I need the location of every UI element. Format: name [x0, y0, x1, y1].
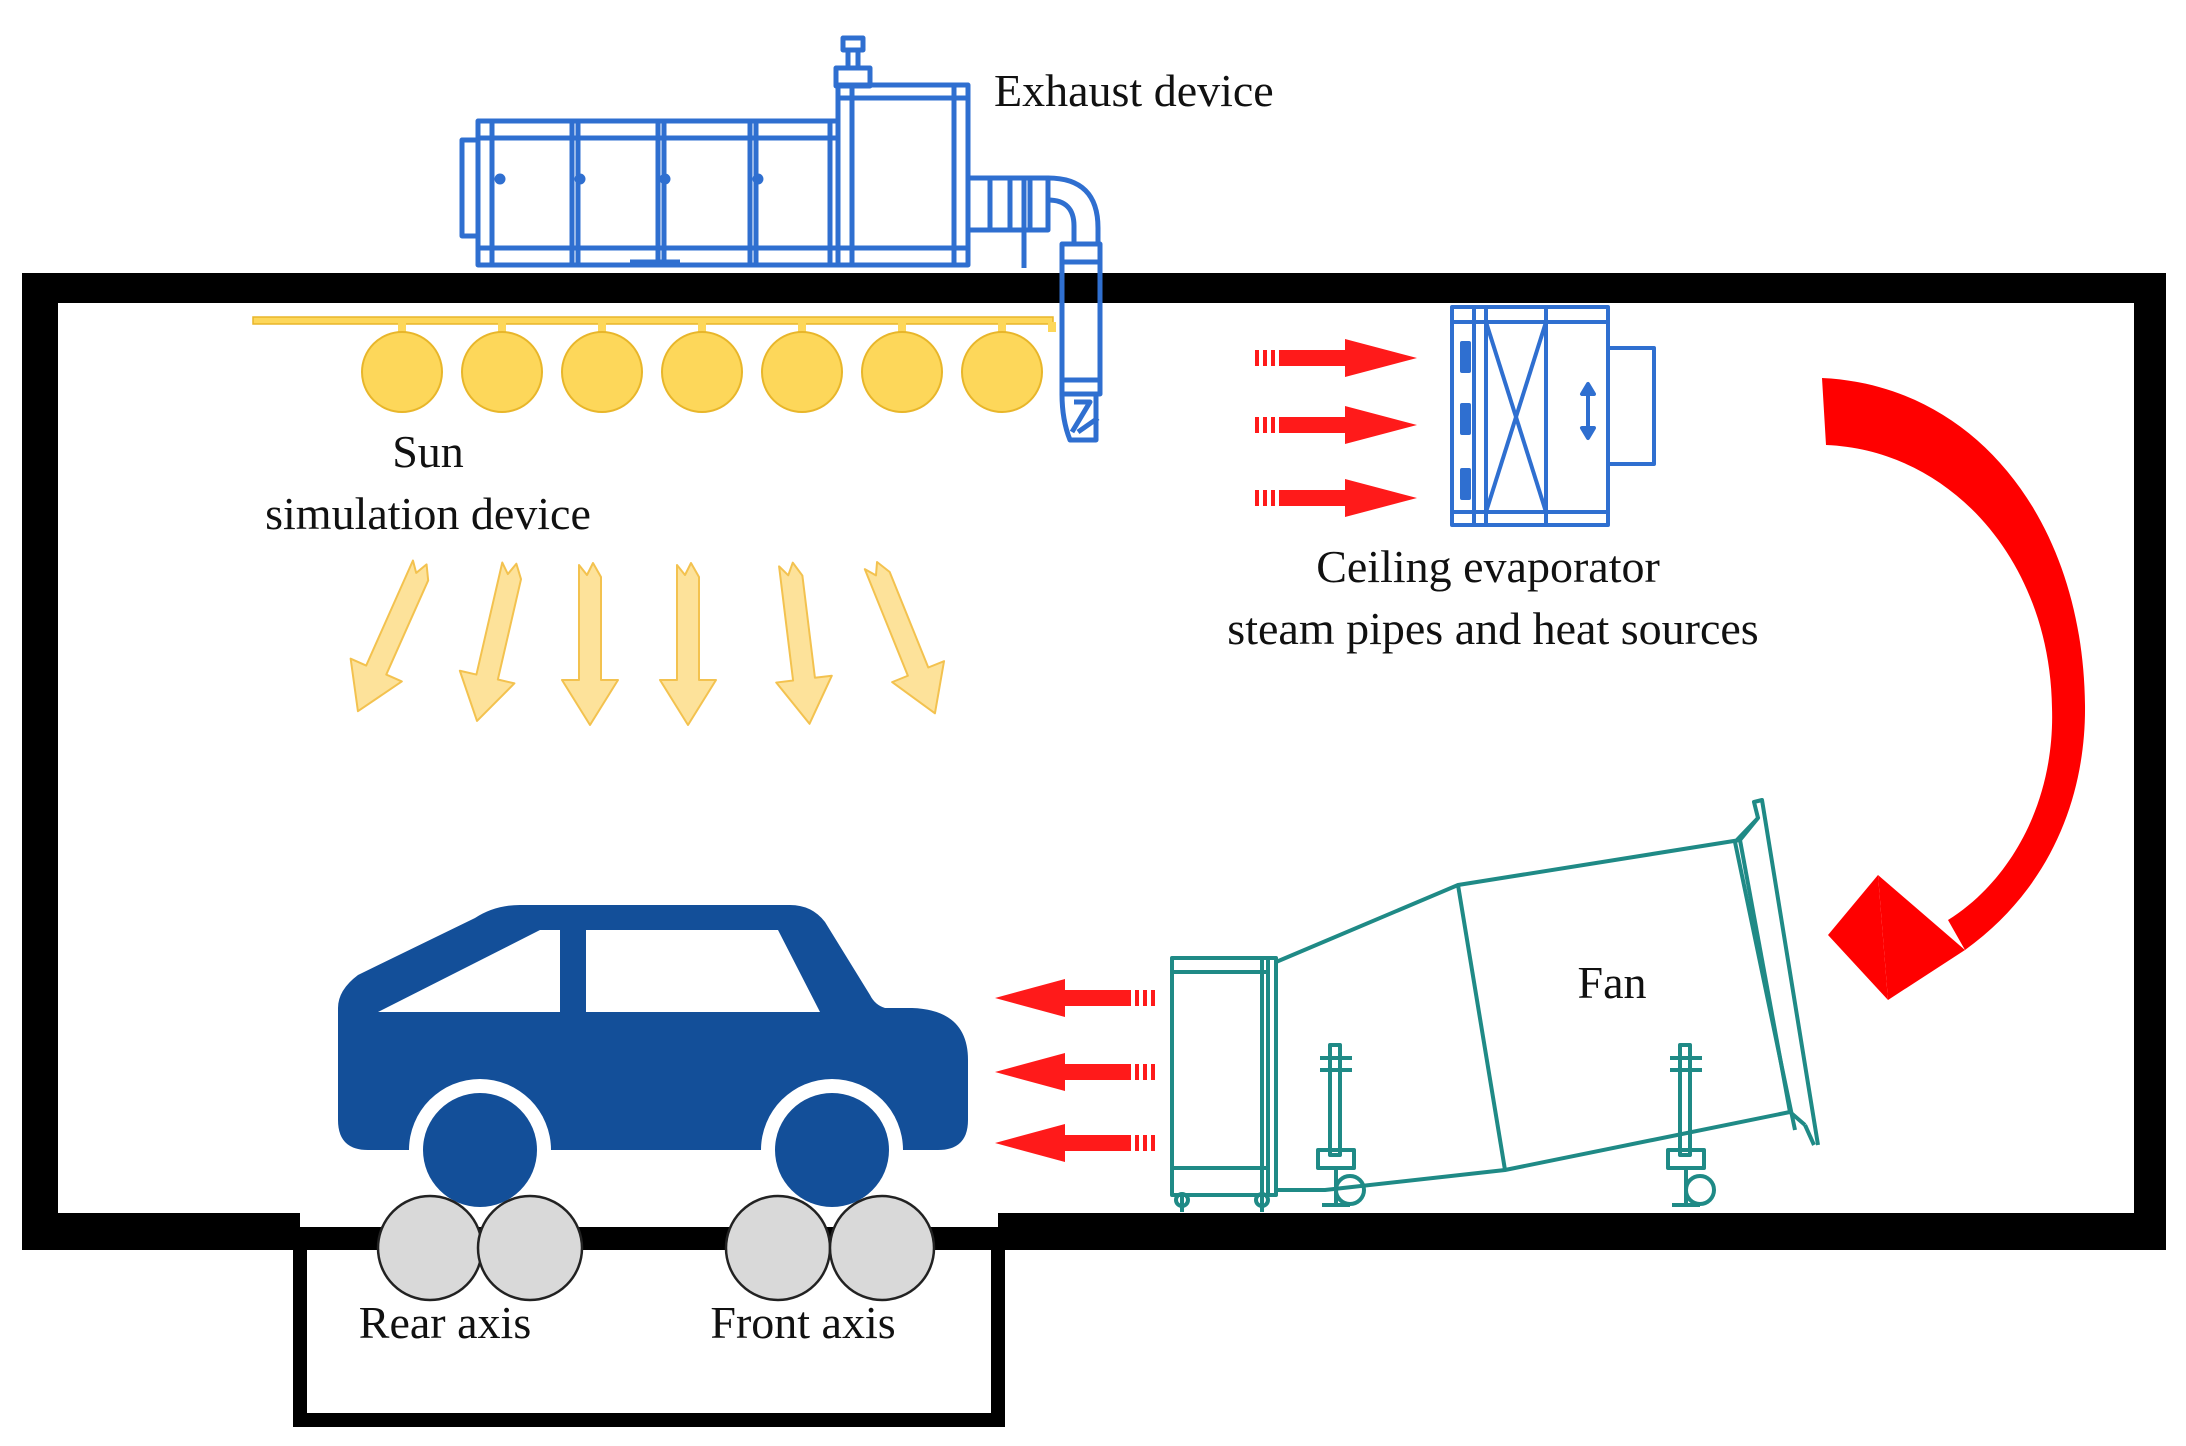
- airflow-arrow-icon: [1255, 479, 1417, 517]
- airflow-arrow-icon: [995, 1124, 1155, 1162]
- sun-ray-arrow-icon: [458, 561, 523, 722]
- sun-ray-arrow-icon: [659, 562, 717, 726]
- sun-lamp-icon: [1048, 322, 1056, 332]
- rollers: [376, 1194, 936, 1302]
- sun-ray-arrow-icon: [863, 561, 946, 715]
- sun-lamp-icon: [861, 322, 943, 413]
- airflow-arrow-icon: [1255, 339, 1417, 377]
- roller-icon: [724, 1194, 832, 1302]
- sun-lamp-icon: [661, 322, 743, 413]
- airflow-arrow-icon: [1255, 406, 1417, 444]
- front-axis-label: Front axis: [710, 1297, 895, 1348]
- sun-lamp-icon: [961, 322, 1043, 413]
- roller-icon: [828, 1194, 936, 1302]
- air-return-arrow-icon: [1822, 378, 2086, 1000]
- evaporator-label-line1: Ceiling evaporator: [1316, 541, 1660, 592]
- sun-ray-arrow-icon: [775, 561, 833, 725]
- airflow-arrow-icon: [995, 979, 1155, 1017]
- roller-icon: [376, 1194, 484, 1302]
- fan-label: Fan: [1578, 957, 1647, 1008]
- rear-axis-label: Rear axis: [359, 1297, 531, 1348]
- exhaust-unit-icon: [459, 35, 1103, 443]
- sun-ray-arrow-icon: [349, 559, 430, 713]
- exhaust-device-label: Exhaust device: [994, 65, 1274, 116]
- sun-device-label-line1: Sun: [392, 426, 464, 477]
- car-icon: [338, 905, 968, 1221]
- sun-device-label-line2: simulation device: [265, 488, 591, 539]
- airflow-arrows-to-evaporator: [1255, 339, 1417, 517]
- evaporator-label-line2: steam pipes and heat sources: [1227, 603, 1758, 654]
- sun-lamp-icon: [761, 322, 843, 413]
- sun-lamp-icon: [361, 322, 443, 413]
- sun-lamp-icon: [461, 322, 543, 413]
- sun-lamp-icon: [561, 322, 643, 413]
- airflow-arrow-icon: [995, 1053, 1155, 1091]
- fan-duct-icon: [1170, 798, 1820, 1212]
- sun-simulation-device: [252, 316, 1056, 413]
- sun-rays: [349, 559, 946, 726]
- roller-icon: [476, 1194, 584, 1302]
- airflow-arrows-to-car: [995, 979, 1155, 1162]
- evaporator-unit-icon: [1450, 305, 1656, 527]
- sun-ray-arrow-icon: [561, 562, 619, 726]
